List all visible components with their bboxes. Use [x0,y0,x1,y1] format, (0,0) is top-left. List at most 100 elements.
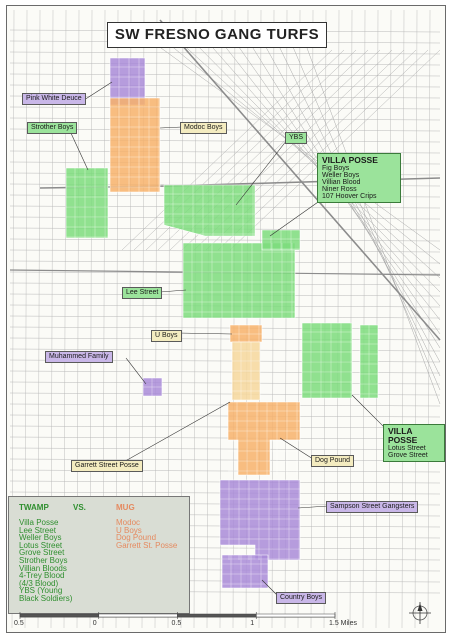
scale-tick-label: 0.5 [171,620,182,627]
legend-twamp-item: Grove Street [19,548,65,558]
legend-mug-item: U Boys [116,525,142,535]
turf-districts [65,57,379,589]
street-ns [323,9,327,629]
street-ew [9,447,441,451]
street-diagonal [275,39,441,377]
villa-posse-north-item: 107 Hoover Crips [322,193,377,200]
street-ew [9,62,441,66]
street-ns [375,9,379,629]
villa-posse-north-item: Fig Boys [322,165,350,172]
scale-tick-label: 1 [250,620,255,627]
leader-line [83,81,113,101]
legend-twamp-heading: TWAMP [19,503,49,512]
street-ew [9,51,441,55]
street-ew [9,436,441,440]
street-ew [9,238,441,242]
leader-line [261,579,279,597]
legend-twamp-item: Strother Boys [19,555,68,565]
villa-posse-north-heading: VILLA POSSE [322,155,378,165]
legend-twamp-item: Lee Street [19,525,56,535]
railroad [159,19,441,341]
legend-mug-item: Dog Pound [116,533,157,543]
leader-line [159,289,187,293]
leader-line [177,332,233,335]
label-ybs: YBS [285,132,308,144]
leader-line [351,394,388,431]
street-diagonal [289,39,441,391]
label-leader-lines [69,81,388,597]
scale-tick-label: 1.5 Miles [329,620,358,627]
street-ns [362,9,366,629]
district-lee-street [182,242,296,319]
scale-tick-label: 0.5 [14,620,24,627]
district-modoc-boys [109,97,161,193]
label-country-boys: Country Boys [276,592,327,604]
district-garrett-dog-pound [227,401,301,476]
label-muhammed-family: Muhammed Family [45,351,113,363]
street-ns [206,9,210,629]
street-ns [401,9,405,629]
label-lee-street: Lee Street [122,287,163,299]
label-u-boys: U Boys [151,330,182,342]
label-strother-boys: Strother Boys [27,122,78,134]
scale-tick-label: 0 [92,620,97,627]
leader-line [69,130,89,171]
street-ew [9,106,441,110]
legend-twamp-item: Lotus Street [19,540,63,550]
street-diagonal [191,39,441,293]
leader-line [119,401,231,465]
leader-line [235,139,288,206]
street-ew [9,139,441,143]
legend-twamp-item: Black Soldiers) [19,593,73,603]
villa-posse-north-item: Weller Boys [322,172,360,179]
legend-mug-item: Garrett St. Posse [116,540,178,550]
district-country-boys [221,554,269,589]
district-villa-posse-east-a [301,322,353,399]
street-ns [349,9,353,629]
leader-line [159,126,183,129]
villa-posse-north-item: Villian Blood [322,179,361,186]
leader-line [125,357,147,385]
legend-mug-item: Modoc [116,518,141,527]
street-ew [9,84,441,88]
street-ns [336,9,340,629]
label-pink-white-deuce: Pink White Deuce [22,93,86,105]
legend-twamp-item: Weller Boys [19,533,62,543]
map-title: SW FRESNO GANG TURFS [107,22,327,48]
street-ew [9,73,441,77]
legend-twamp-item: YBS (Young [19,586,63,596]
street-ns [388,9,392,629]
legend-twamp-item: Villian Bloods [19,563,67,573]
legend-twamp-item: (4/3 Blood) [19,578,59,588]
legend-twamp-item: 4-Trey Blood [19,571,65,581]
label-dog-pound: Dog Pound [311,455,355,467]
street-ew [9,414,441,418]
district-ybs [163,184,256,237]
street-ns [310,9,314,629]
legend-twamp-item: Villa Posse [19,518,59,527]
street-ns [427,9,431,629]
villa-posse-east-item: Lotus Street [388,445,426,452]
label-garrett-street-posse: Garrett Street Posse [71,460,143,472]
villa-posse-east-item: Grove Street [388,452,428,459]
label-modoc-boys: Modoc Boys [180,122,227,134]
label-sampson-street-gangsters: Sampson Street Gangsters [326,501,419,513]
street-ew [9,425,441,429]
street-diagonal [229,49,441,251]
legend-vs: VS. [73,503,86,512]
street-ew [9,117,441,121]
villa-posse-north-item: Niner Ross [322,186,357,193]
villa-posse-east-heading: VILLA POSSE [388,426,418,445]
street-diagonal [121,49,333,251]
leader-line [297,505,329,509]
street-ew [9,458,441,462]
